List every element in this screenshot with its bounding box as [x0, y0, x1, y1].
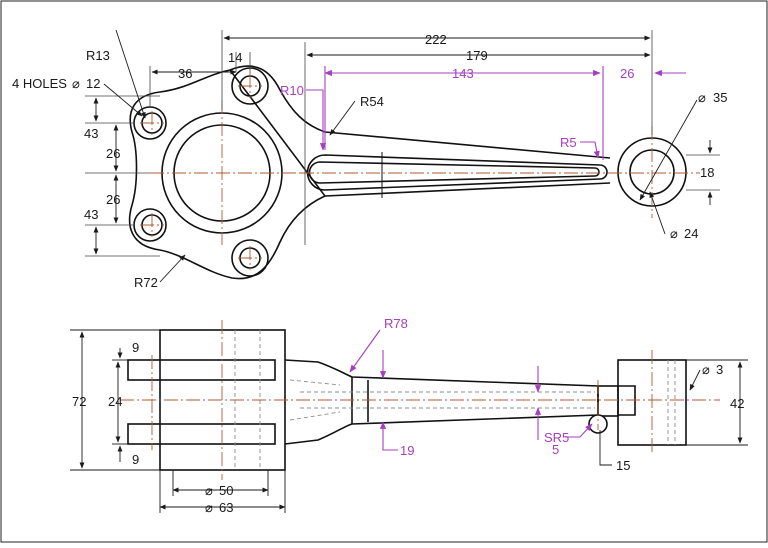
dim-26-right: 26	[620, 66, 634, 81]
front-purple-dims	[349, 329, 593, 451]
diameter-symbol-6: ⌀	[205, 500, 213, 515]
dim-18: 18	[700, 165, 714, 180]
top-extension-lines	[85, 30, 720, 257]
bottom-flange	[127, 423, 276, 445]
dim-26-bottom: 26	[106, 192, 120, 207]
dim-hole-dia: 12	[86, 76, 100, 91]
dim-222: 222	[425, 32, 447, 47]
diameter-symbol-3: ⌀	[670, 226, 678, 241]
dim-72: 72	[72, 394, 86, 409]
pin-stub	[618, 385, 636, 416]
dim-19: 19	[400, 443, 414, 458]
diameter-symbol-5: ⌀	[205, 483, 213, 498]
dim-43-bottom: 43	[84, 207, 98, 222]
front-dim-lines	[70, 329, 748, 513]
dim-24-front: 24	[108, 394, 122, 409]
dim-r72: R72	[134, 275, 158, 290]
diameter-symbol-1: ⌀	[72, 76, 80, 91]
dim-r78: R78	[384, 316, 408, 331]
dim-5: 5	[552, 442, 559, 457]
dim-9-bottom: 9	[132, 452, 139, 467]
pin-neck	[597, 385, 619, 417]
dim-179: 179	[466, 48, 488, 63]
dim-r5: R5	[560, 135, 577, 150]
dim-boss-dia: 35	[713, 90, 727, 105]
dim-pin-dia: 24	[684, 226, 698, 241]
dim-43-top: 43	[84, 126, 98, 141]
dim-26-top: 26	[106, 146, 120, 161]
dim-36: 36	[178, 66, 192, 81]
top-centerlines	[140, 74, 700, 270]
dim-pin-3: 3	[716, 362, 723, 377]
front-dim-text: 9 9 72 24 R78 19 5 SR5 15 ⌀ 3 42 ⌀ 50 ⌀ …	[72, 316, 744, 515]
dim-body-63: 63	[219, 500, 233, 515]
big-end-body	[159, 329, 286, 471]
arm-slot	[306, 154, 608, 191]
dim-4-holes: 4 HOLES	[12, 76, 67, 91]
diameter-symbol-4: ⌀	[702, 362, 710, 377]
dim-42: 42	[730, 396, 744, 411]
lobe-bottom-right	[231, 239, 269, 277]
dim-143: 143	[452, 66, 474, 81]
top-dim-text: 222 179 143 26 14 36 R13 4 HOLES ⌀ 12 R1…	[12, 32, 727, 290]
top-purple-dims	[306, 66, 686, 160]
dim-sr5: SR5	[544, 430, 569, 445]
diameter-symbol-2: ⌀	[698, 90, 706, 105]
slot-inner	[308, 161, 600, 184]
top-flange	[127, 359, 276, 381]
dim-9-top: 9	[132, 340, 139, 355]
front-centerlines	[120, 320, 720, 480]
dim-r13: R13	[86, 48, 110, 63]
dim-14: 14	[228, 50, 242, 65]
dim-bore-50: 50	[219, 483, 233, 498]
top-dim-lines	[93, 29, 713, 283]
dim-r54: R54	[360, 94, 384, 109]
dim-r10: R10	[280, 83, 304, 98]
dim-15: 15	[616, 458, 630, 473]
flange-outline	[128, 65, 611, 280]
